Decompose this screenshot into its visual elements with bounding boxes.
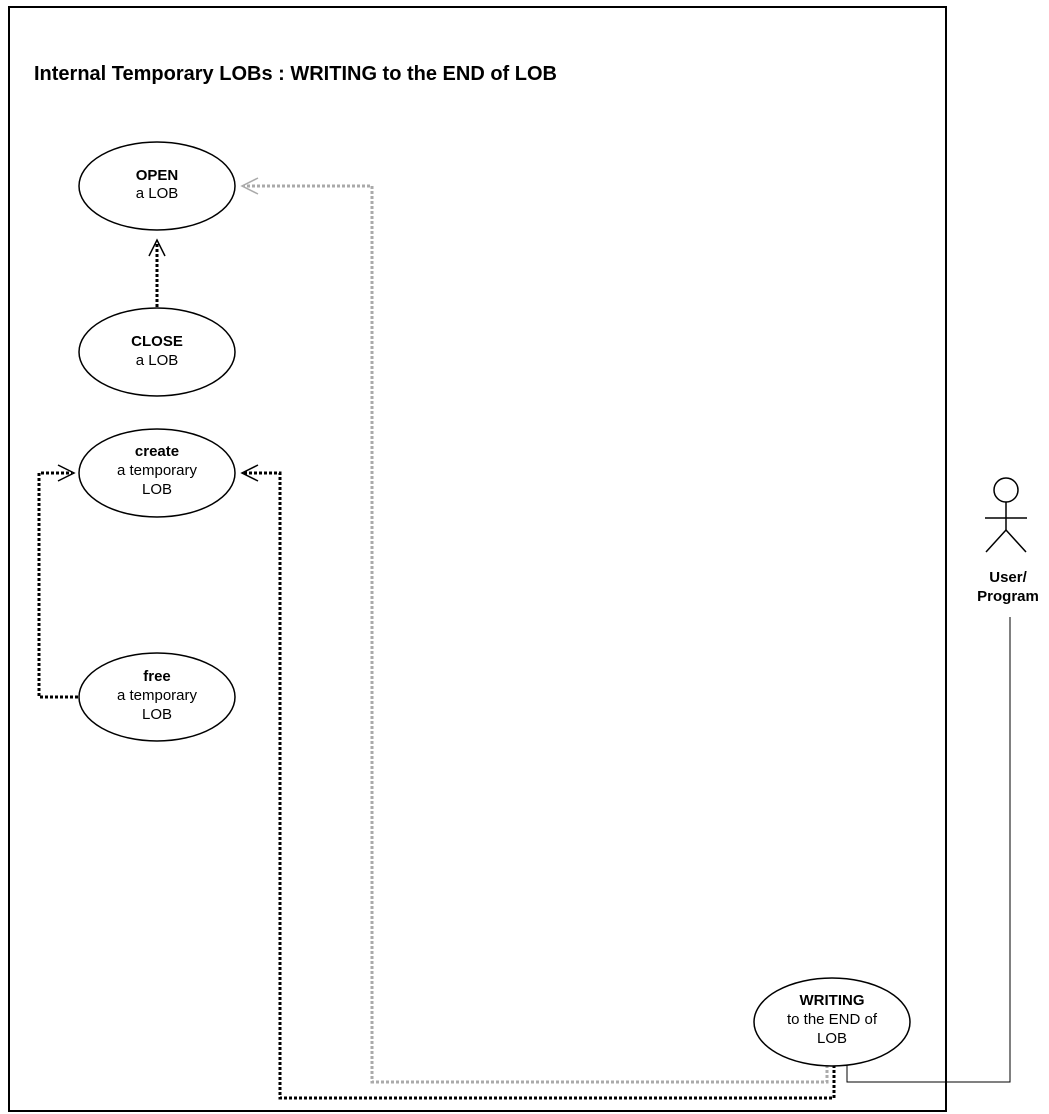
dependency-close-to-open — [148, 238, 166, 307]
use-case-close-subtitle: a LOB — [136, 352, 179, 369]
actor-label-line1: User/ — [989, 569, 1027, 586]
use-case-open-title: OPEN — [136, 167, 179, 184]
use-case-free[interactable]: free a temporary LOB — [78, 652, 236, 742]
stick-figure-icon — [985, 477, 1027, 553]
actor-user-program[interactable]: User/ Program — [977, 477, 1039, 605]
use-case-create-line1: a temporary — [117, 462, 198, 479]
use-case-free-line1: a temporary — [117, 687, 198, 704]
use-case-free-line2: LOB — [142, 706, 172, 723]
use-case-writing[interactable]: WRITING to the END of LOB — [753, 977, 911, 1067]
actor-association-line — [846, 617, 1011, 1083]
use-case-writing-line2: LOB — [817, 1030, 847, 1047]
use-case-open[interactable]: OPEN a LOB — [78, 141, 236, 231]
use-case-create-line2: LOB — [142, 481, 172, 498]
use-case-open-subtitle: a LOB — [136, 185, 179, 202]
use-case-create[interactable]: create a temporary LOB — [78, 428, 236, 518]
dependency-writing-to-open — [240, 177, 829, 1084]
use-case-free-title: free — [143, 668, 171, 685]
actor-label-line2: Program — [977, 588, 1039, 605]
use-case-close-title: CLOSE — [131, 333, 183, 350]
use-case-close[interactable]: CLOSE a LOB — [78, 307, 236, 397]
use-case-writing-title: WRITING — [800, 992, 865, 1009]
use-case-create-title: create — [135, 443, 179, 460]
dependency-writing-to-create — [240, 464, 836, 1100]
use-case-writing-line1: to the END of — [787, 1011, 878, 1028]
diagram-title: Internal Temporary LOBs : WRITING to the… — [34, 63, 557, 85]
dependency-free-to-create — [37, 464, 78, 699]
